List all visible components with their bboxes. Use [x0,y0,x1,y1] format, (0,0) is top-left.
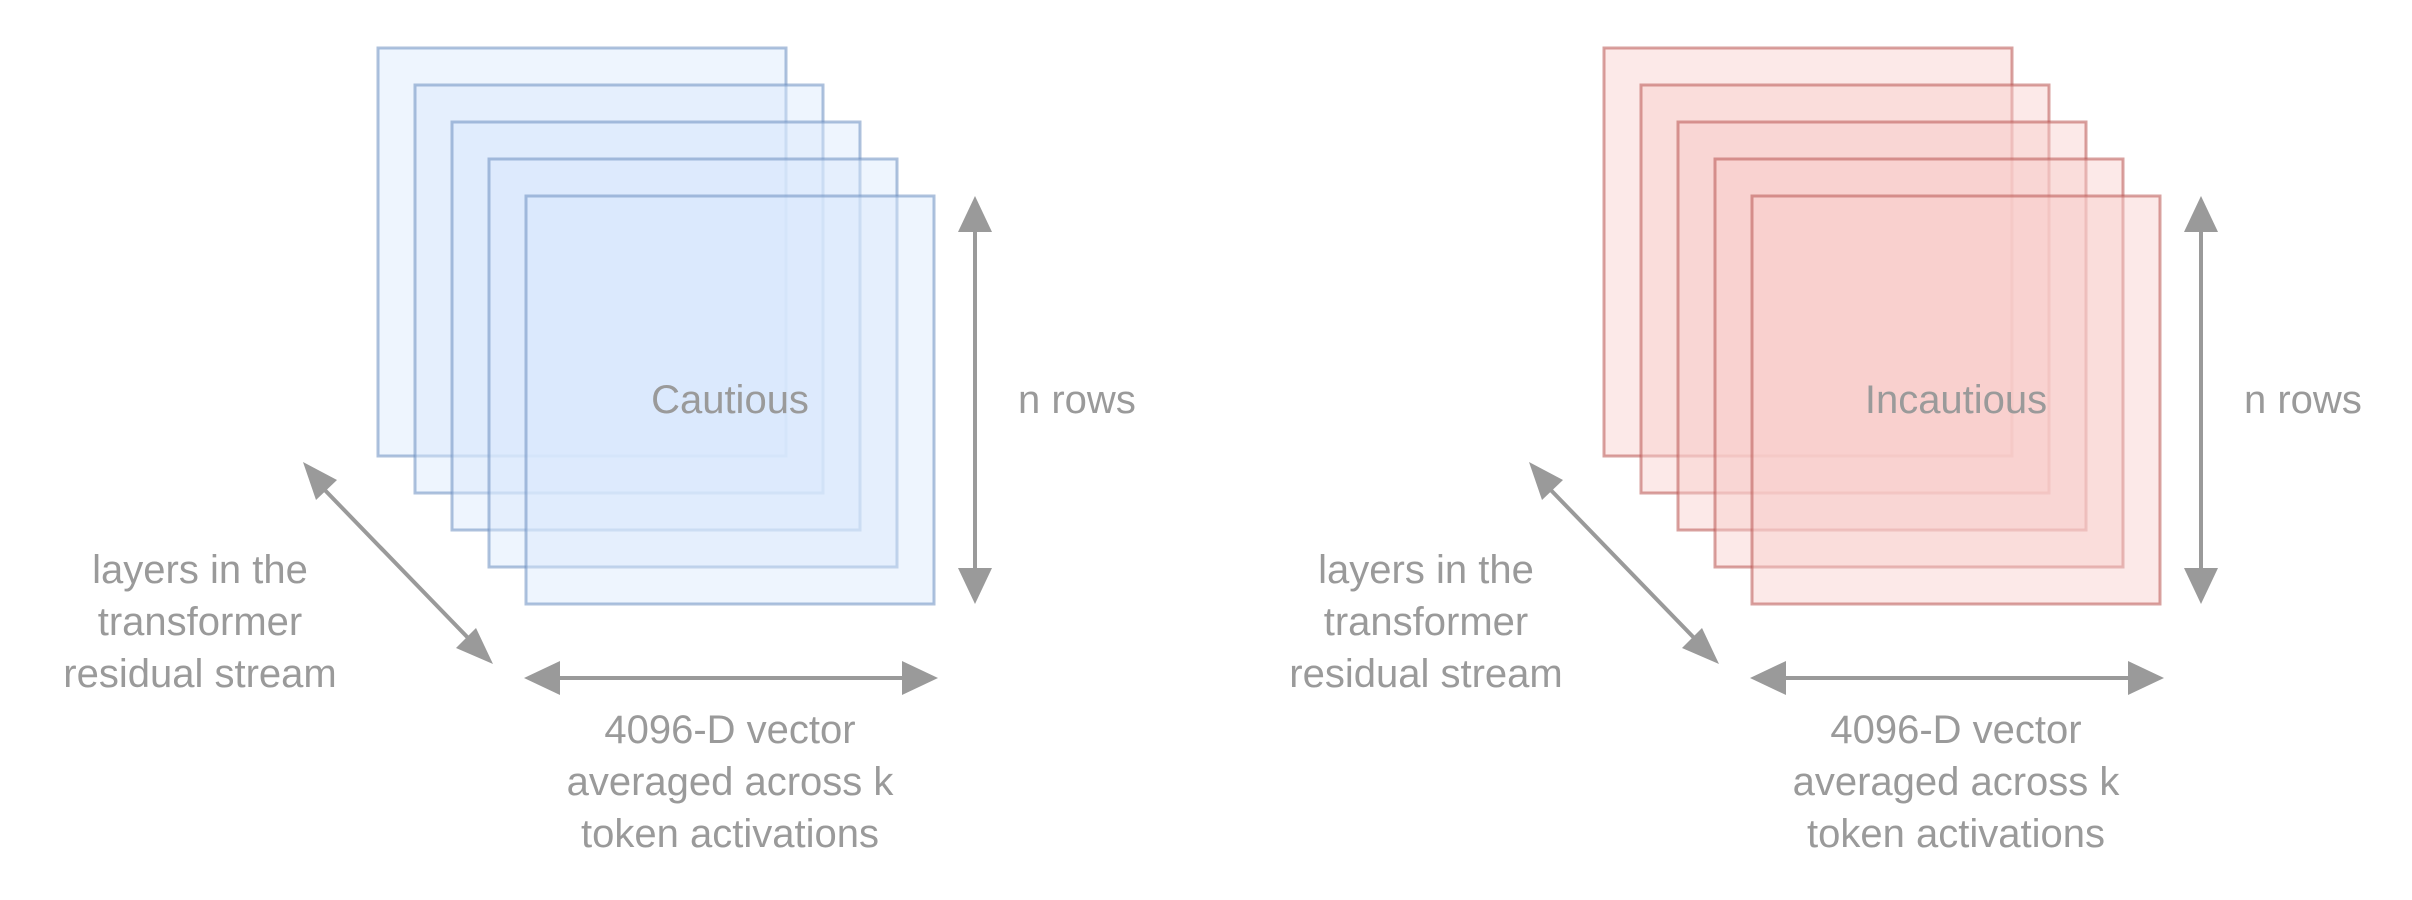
width-label-cautious: 4096-D vector averaged across k token ac… [566,708,894,856]
depth-label-incautious: layers in the transformer residual strea… [1289,548,1563,696]
layer-square-cautious-3 [450,120,862,532]
layer-square-incautious-4 [1713,157,2125,569]
height-arrow [2184,196,2218,604]
layer-square-incautious-3 [1676,120,2088,532]
width-label-incautious: 4096-D vector averaged across k token ac… [1792,708,2120,856]
layer-square-cautious-5 [524,194,936,606]
layer-square-cautious-1 [376,46,788,458]
width-arrow [1750,661,2164,695]
layer-square-cautious-2 [413,83,825,495]
layer-square-incautious-5 [1750,194,2162,606]
layer-square-incautious-2 [1639,83,2051,495]
depth-arrow [1529,462,1719,664]
width-arrow [524,661,938,695]
height-arrow [958,196,992,604]
depth-label-cautious: layers in the transformer residual strea… [63,548,337,696]
height-label-incautious: n rows [2244,378,2362,422]
arrows-incautious [1529,196,2218,695]
center-label-incautious: Incautious [1864,378,2048,422]
layer-square-cautious-4 [487,157,899,569]
depth-arrow [303,462,493,664]
center-label-cautious: Cautious [651,378,809,422]
arrows-cautious [303,196,992,695]
height-label-cautious: n rows [1018,378,1136,422]
layer-square-incautious-1 [1602,46,2014,458]
